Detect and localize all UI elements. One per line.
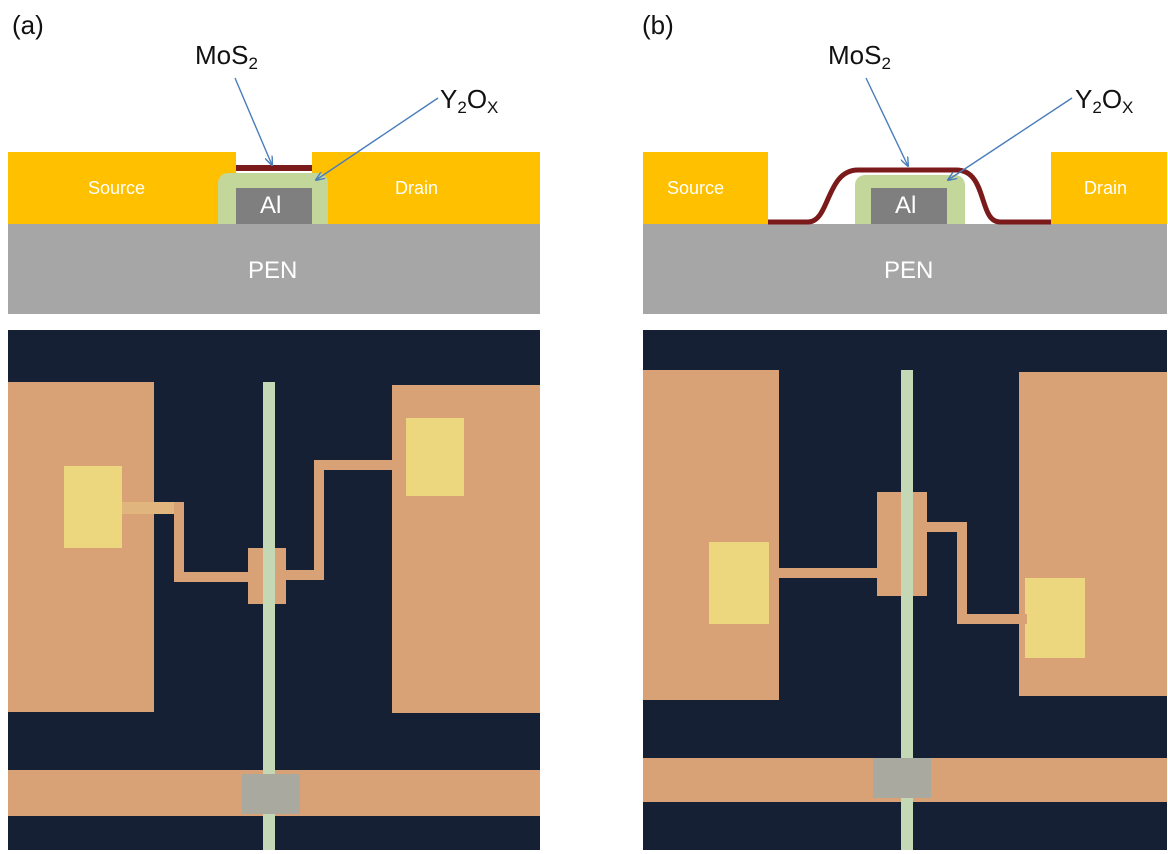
panel-b-label: (b) [642,10,674,40]
panel-a-pen-substrate [8,224,540,314]
panel-a-micrograph-right-contact [406,418,464,496]
panel-a-pen-label: PEN [248,257,298,284]
panel-b-micrograph-gate-pad [873,758,931,798]
panel-b-micrograph-gate-line [901,370,913,850]
panel-b-micrograph-right-trace [957,614,1027,624]
panel-a-label: (a) [12,10,44,40]
panel-a-mos2-label: MoS2 [195,40,258,73]
panel-b-mos2-arrow [865,77,908,166]
panel-b-al-label: Al [895,192,917,219]
panel-a-micrograph-right-trace [314,460,324,578]
panel-a-al-gate [236,188,312,224]
panel-a-micrograph-gate-line [263,382,275,850]
panel-a-micrograph-left-trace [174,502,184,582]
panel-a-source-electrode [8,152,236,224]
panel-b-y2ox-label: Y2OX [1075,84,1134,117]
panel-a-micrograph-right-trace [284,570,324,580]
panel-b-mos2-label: MoS2 [828,40,891,73]
panel-b-micrograph-left-contact [709,542,769,624]
panel-b-micrograph [643,330,1167,850]
panel-a-micrograph-right-trace [314,460,406,470]
panel-b-drain-label: Drain [1084,178,1128,198]
panel-b-micrograph-right-trace [957,522,967,624]
panel-b-micrograph-right-contact [1025,578,1085,658]
panel-a-mos2-layer [236,165,312,171]
panel-a-drain-label: Drain [395,178,439,198]
panel-a-y2ox-arrow [316,97,439,180]
panel-b-source-electrode [643,152,768,224]
panel-a-micrograph-left-contact [64,466,122,548]
panel-a-micrograph [8,330,540,850]
panel-a-micrograph-left-trace [122,502,176,514]
panel-b-y2ox-arrow [948,97,1073,180]
panel-a-y2ox-label: Y2OX [440,84,499,117]
panel-a-al-label: Al [260,192,282,219]
panel-a-mos2-arrow [234,77,272,165]
panel-b-drain-electrode [1051,152,1167,224]
panel-b-micrograph-left-trace [769,568,879,578]
panel-b-micrograph-right-trace [925,522,965,532]
panel-b-al-gate [871,188,947,224]
panel-a-source-label: Source [88,178,146,198]
panel-b-source-label: Source [667,178,725,198]
panel-a-drain-electrode [312,152,540,224]
panel-b-pen-label: PEN [884,257,934,284]
panel-b-pen-substrate [643,224,1167,314]
panel-a-micrograph-gate-pad [242,774,300,814]
panel-b-micrograph-source-pad [643,370,779,700]
panel-a-micrograph-left-trace [174,572,248,582]
